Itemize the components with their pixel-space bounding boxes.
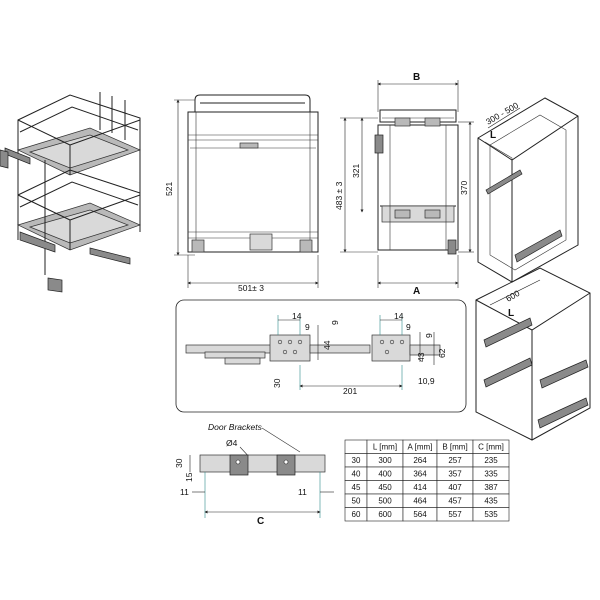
rail-dim-1: 9 [305,322,310,332]
table-cell [472,507,510,522]
front-width-label: 501± 3 [238,283,264,293]
door-bracket-c-label: C [257,516,264,527]
table-cell-text: 235 [484,456,498,465]
front-view: 521 501± 3 [164,94,319,293]
table-header-cell [344,439,368,454]
table-cell-text: 387 [484,483,498,492]
rail-detail: 14 9 9 14 9 9 44 43 62 30 201 10,9 [175,299,467,413]
table-cell-text: 257 [448,456,462,465]
size-table: L [mm] A [mm] B [mm] C [mm] 30 300 264 257 235 40… [344,439,510,522]
side-lower-height-label: 370 [459,181,469,195]
door-bracket-hole-label: Ø4 [226,438,238,448]
rail-dim-6: 44 [322,340,332,350]
side-top-label: B [413,72,420,83]
door-bracket-height-15: 15 [184,472,194,482]
table-cell-text: 500 [378,497,392,506]
table-cell-text: 357 [448,470,462,479]
rail-dim-3: 14 [394,311,404,321]
rail-dim-7: 43 [416,352,426,362]
cabinet-top: 300 - 500 L [477,97,579,283]
door-brackets-title: Door Brackets [208,422,263,432]
rail-dim-9: 30 [272,378,282,388]
side-upper-height-label: 321 [351,164,361,178]
rail-dim-8: 62 [437,348,447,358]
table-cell-text: 45 [352,483,361,492]
table-cell-text: 535 [484,510,498,519]
table-cell-text: 50 [352,497,361,506]
table-cell-text: 464 [413,497,427,506]
table-header-text: L [mm] [373,443,397,452]
table-header-text: B [mm] [442,443,467,452]
door-bracket-left-11: 11 [180,487,189,497]
rail-dim-5: 9 [424,333,434,338]
table-cell-text: 435 [484,497,498,506]
table-cell-text: 457 [448,497,462,506]
table-header-text: C [mm] [478,443,504,452]
rail-bracket-right [371,334,411,362]
table-cell-text: 414 [413,483,427,492]
door-bracket-view: Door Brackets Ø4 C 30 15 11 11 [174,422,334,527]
side-bottom-label: A [413,286,420,297]
front-height-label: 521 [164,182,174,196]
table-cell-text: 600 [378,510,392,519]
table-cell-text: 40 [352,470,361,479]
cabinet-top-l-label: L [490,130,496,141]
rail-dim-0: 14 [292,311,302,321]
table-cell-text: 30 [352,456,361,465]
table-cell-text: 364 [413,470,427,479]
table-cell-text: 300 [378,456,392,465]
rail-dim-2: 9 [330,320,340,325]
door-bracket-height-30: 30 [174,458,184,468]
table-cell-text: 60 [352,510,361,519]
table-cell-text: 264 [413,456,427,465]
table-cell-text: 335 [484,470,498,479]
table-cell-text: 557 [448,510,462,519]
table-cell-text: 564 [413,510,427,519]
table-cell-text: 450 [378,483,392,492]
door-bracket-right-11: 11 [298,487,307,497]
rail-bracket-left [269,334,311,362]
rail-dim-4: 9 [406,322,411,332]
rail-dim-10: 201 [343,386,357,396]
table-cell-text: 400 [378,470,392,479]
door-bracket-bar [199,454,326,473]
side-view: B A 483 ± 3 321 370 [334,72,474,297]
table-cell-text: 407 [448,483,462,492]
side-total-height-label: 483 ± 3 [334,181,344,210]
cabinet-bottom: 600 L [475,267,591,441]
cabinet-top-range: 300 - 500 [484,100,520,127]
cabinet-bottom-l-label: L [508,308,514,319]
basket-3d-view [0,92,141,293]
rail-dim-11: 10,9 [418,376,435,386]
table-header-text: A [mm] [408,443,433,452]
